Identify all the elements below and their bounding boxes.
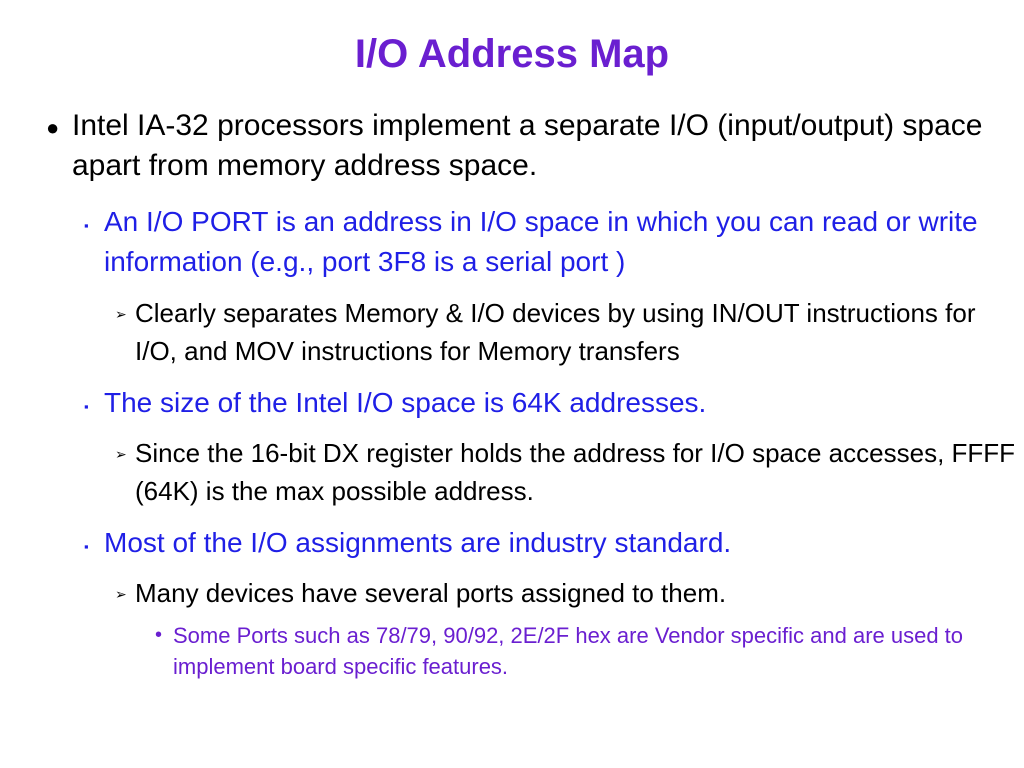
bullet-level3-dx-register: ➢ Since the 16-bit DX register holds the… [115, 434, 1020, 510]
bullet-text: Most of the I/O assignments are industry… [104, 527, 732, 558]
bullet-text: The size of the Intel I/O space is 64K a… [104, 387, 707, 418]
bullet-level3-several-ports: ➢ Many devices have several ports assign… [115, 574, 1020, 613]
bullet-level2-industry-standard: ▪ Most of the I/O assignments are indust… [84, 523, 1004, 567]
square-bullet-icon: ▪ [84, 399, 89, 414]
square-bullet-icon: ▪ [84, 218, 89, 233]
square-bullet-icon: ▪ [84, 539, 89, 554]
bullet-level4-vendor-specific-ports: • Some Ports such as 78/79, 90/92, 2E/2F… [155, 620, 1015, 682]
arrow-bullet-icon: ➢ [115, 446, 127, 462]
arrow-bullet-icon: ➢ [115, 306, 127, 322]
bullet-level2-io-space-size: ▪ The size of the Intel I/O space is 64K… [84, 383, 1004, 427]
bullet-text: Since the 16-bit DX register holds the a… [135, 438, 1016, 506]
arrow-bullet-icon: ➢ [115, 586, 127, 602]
bullet-text: Some Ports such as 78/79, 90/92, 2E/2F h… [173, 623, 964, 679]
bullet-text: Clearly separates Memory & I/O devices b… [135, 298, 976, 366]
slide-title: I/O Address Map [354, 32, 670, 76]
bullet-text: Many devices have several ports assigned… [135, 578, 727, 608]
dot-bullet-icon: • [155, 624, 163, 646]
bullet-level2-io-port: ▪ An I/O PORT is an address in I/O space… [84, 202, 1004, 282]
bullet-level3-separates-memory-io: ➢ Clearly separates Memory & I/O devices… [115, 294, 1020, 370]
bullet-text: Intel IA-32 processors implement a separ… [72, 109, 983, 182]
bullet-level1-ia32-io-space: ● Intel IA-32 processors implement a sep… [46, 106, 996, 186]
bullet-text: An I/O PORT is an address in I/O space i… [104, 206, 978, 277]
round-bullet-icon: ● [46, 115, 60, 140]
